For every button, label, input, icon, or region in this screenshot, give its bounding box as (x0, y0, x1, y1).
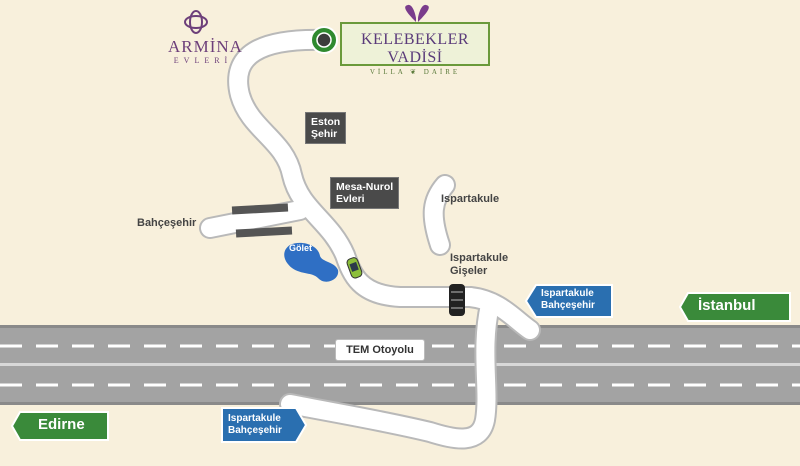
toll-gate-icon (449, 284, 465, 316)
label-golet: Gölet (289, 243, 313, 253)
sign-istanbul-text: İstanbul (698, 297, 756, 314)
label-eston-sehir: Eston Şehir (305, 112, 347, 144)
sign-istanbul (678, 292, 791, 322)
label-bahcesehir: Bahçeşehir (137, 217, 197, 229)
armina-name: ARMİNA (168, 37, 243, 56)
armina-emblem-icon (184, 10, 208, 34)
car-icon (346, 257, 363, 279)
kelebekler-sub: VİLLA ❦ DAİRE (369, 68, 461, 76)
label-tem-otoyolu: TEM Otoyolu (335, 339, 425, 361)
sign-ispartakule-bottom (221, 407, 308, 443)
label-mesa-nurol: Mesa-Nurol Evleri (330, 177, 400, 209)
armina-logo: ARMİNA EVLERİ (168, 10, 243, 66)
sign-ispartakule-bottom-text: Ispartakule Bahçeşehir (228, 413, 282, 436)
label-ispartakule: Ispartakule (441, 193, 500, 205)
destination-marker-icon (310, 26, 338, 54)
sign-ispartakule-top-text: Ispartakule Bahçeşehir (541, 288, 595, 311)
label-ispartakule-giseler: Ispartakule Gişeler (450, 252, 509, 277)
kelebekler-logo: KELEBEKLER VADİSİ VİLLA ❦ DAİRE (340, 22, 490, 76)
sign-edirne-text: Edirne (38, 416, 85, 433)
sign-ispartakule-top (524, 284, 613, 318)
sign-edirne (10, 411, 109, 441)
armina-sub: EVLERİ (173, 56, 233, 65)
bridge-icon (231, 203, 293, 238)
golet-lake (284, 242, 339, 282)
kelebekler-name: KELEBEKLER VADİSİ (360, 31, 470, 66)
